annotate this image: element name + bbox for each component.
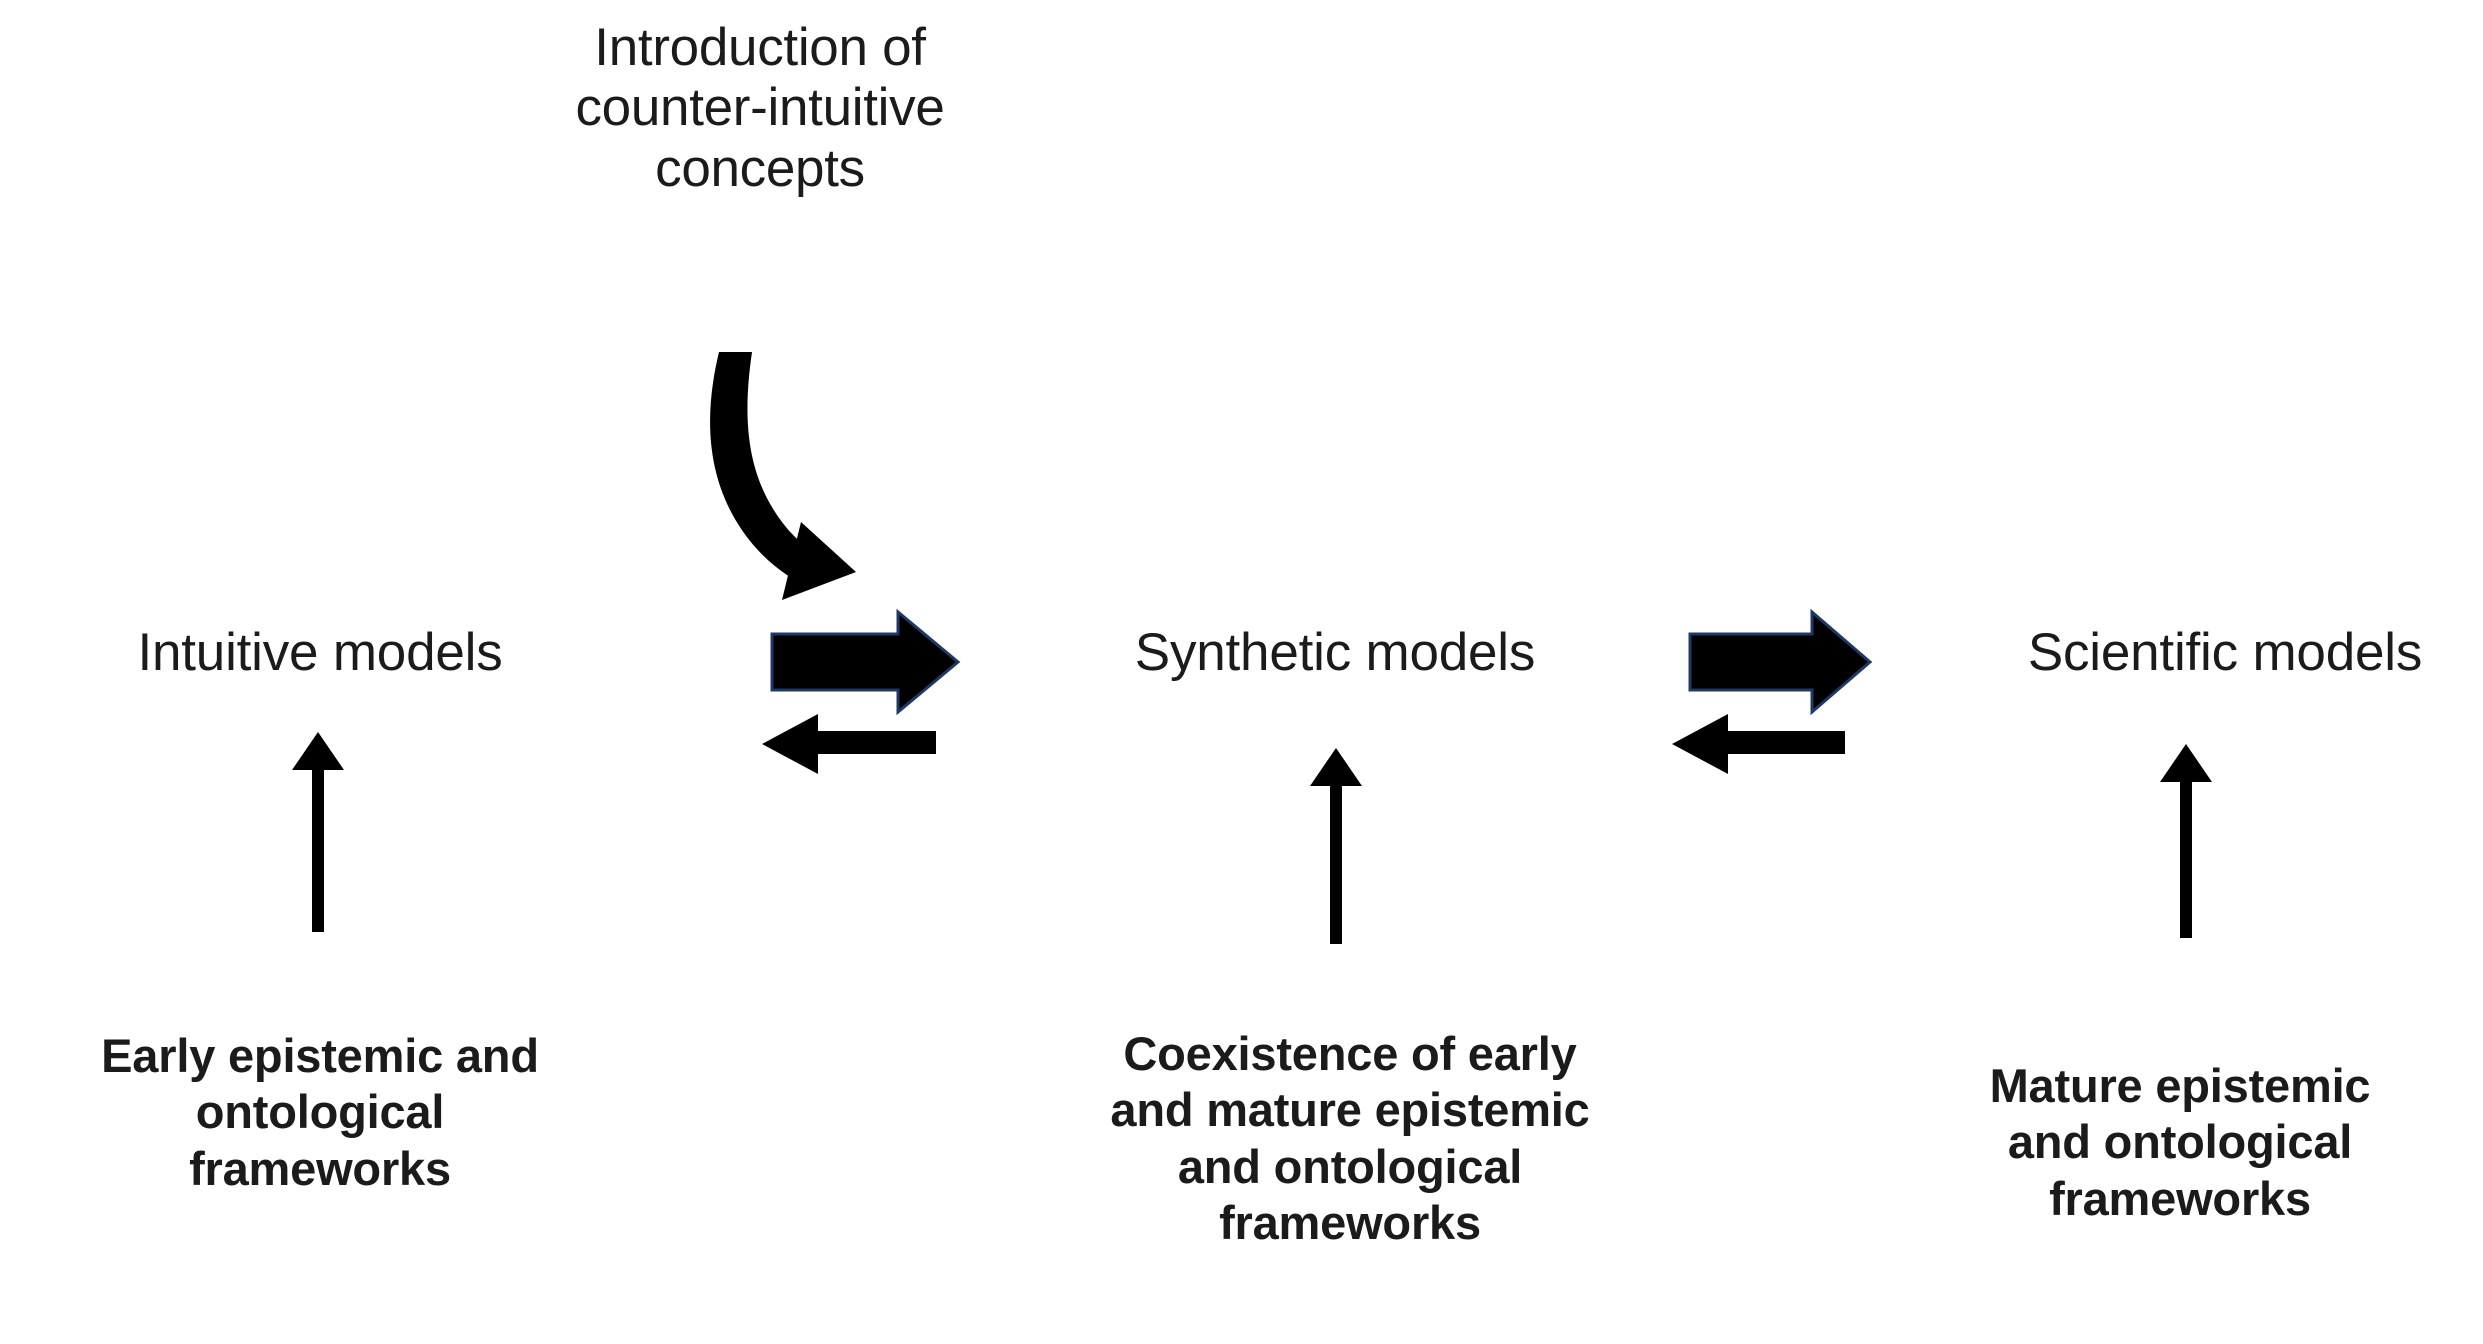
driver-caption: Introduction of counter-intuitive concep… [575, 18, 945, 198]
stage-label-scientific-models: Scientific models [2027, 623, 2423, 682]
thin-arrow-left-icon-0 [762, 714, 936, 774]
block-arrow-right-icon-1 [1688, 608, 1873, 716]
stage-label-synthetic-models: Synthetic models [1134, 623, 1536, 682]
arrow-up-icon-1 [1310, 748, 1362, 944]
foundation-caption-mature: Mature epistemic and ontological framewo… [1989, 1059, 2371, 1225]
thin-arrow-left-icon-1 [1672, 714, 1845, 774]
foundation-caption-coexistence: Coexistence of early and mature epistemi… [1110, 1027, 1590, 1250]
foundation-caption-early: Early epistemic and ontological framewor… [101, 1029, 539, 1195]
block-arrow-right-icon-0 [770, 608, 961, 716]
stage-label-intuitive-models: Intuitive models [137, 623, 503, 682]
arrow-up-icon-2 [2160, 744, 2212, 938]
curved-arrow-down-right-icon [710, 352, 856, 600]
arrow-up-icon-0 [292, 732, 344, 932]
